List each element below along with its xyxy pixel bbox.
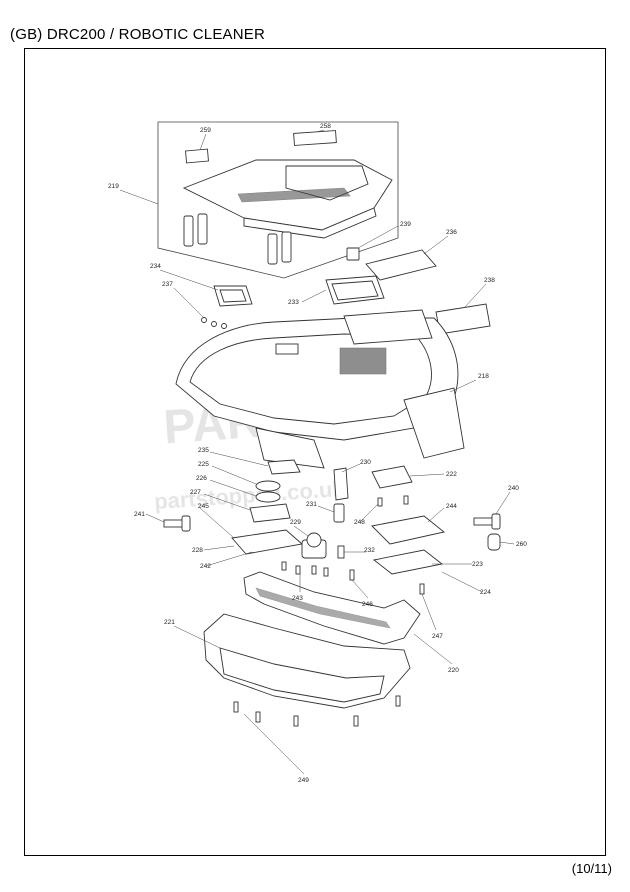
plate-222 [371, 465, 413, 489]
gasket-234-inner [219, 289, 247, 303]
label-219: 219 [108, 183, 119, 190]
label-259-text: 259 [200, 127, 211, 134]
motor-229 [301, 532, 327, 559]
screws-243 [281, 561, 329, 577]
label-220: 220 [448, 667, 459, 674]
spring-231 [333, 503, 345, 523]
exploded-parts-diagram: PARTSTOP partstopped.co.uk [108, 121, 527, 784]
top-cover-219 [182, 159, 393, 265]
lid-inset-box [157, 121, 399, 279]
pins-248 [377, 495, 409, 507]
label-259 [185, 148, 209, 164]
label-236: 236 [446, 229, 457, 236]
screw-246 [349, 569, 355, 581]
label-244: 244 [446, 503, 457, 510]
label-218: 218 [478, 373, 489, 380]
leader-lines [119, 129, 515, 775]
label-248: 248 [354, 519, 365, 526]
label-258 [293, 130, 337, 146]
diagram-frame [24, 48, 606, 856]
label-229: 229 [290, 519, 301, 526]
part-227 [249, 503, 291, 523]
label-234: 234 [150, 263, 161, 270]
label-223: 223 [472, 561, 483, 568]
label-232: 232 [364, 547, 375, 554]
label-235: 235 [198, 447, 209, 454]
label-230: 230 [360, 459, 371, 466]
label-222: 222 [446, 471, 457, 478]
part-236 [365, 249, 437, 281]
main-housing-218 [175, 309, 465, 469]
bracket-230 [333, 467, 349, 501]
screw-247 [419, 583, 425, 595]
label-238: 238 [484, 277, 495, 284]
label-243: 243 [292, 595, 303, 602]
part-225 [255, 480, 281, 492]
label-225: 225 [198, 461, 209, 468]
label-221: 221 [164, 619, 175, 626]
pin-232 [337, 545, 345, 559]
label-239: 239 [400, 221, 411, 228]
screws-249 [233, 695, 401, 727]
plate-223 [372, 549, 444, 575]
gasket-233-inner [331, 280, 379, 301]
roller-260 [487, 533, 501, 551]
label-231: 231 [306, 501, 317, 508]
label-233: 233 [288, 299, 299, 306]
label-249: 249 [298, 777, 309, 784]
label-258-text: 258 [320, 123, 331, 130]
label-241: 241 [134, 511, 145, 518]
label-226: 226 [196, 475, 207, 482]
part-226 [255, 491, 281, 503]
board-244 [371, 515, 446, 545]
axle-240 [473, 513, 501, 530]
axle-241 [163, 515, 191, 532]
page-number: (10/11) [571, 861, 612, 876]
gasket-235 [267, 459, 301, 475]
screws-237 [201, 317, 227, 329]
label-245: 245 [198, 503, 209, 510]
part-labels: 219 259 258 239 236 234 233 238 237 218 … [108, 123, 527, 784]
label-247: 247 [432, 633, 443, 640]
label-240: 240 [508, 485, 519, 492]
label-227: 227 [190, 489, 201, 496]
base-221 [203, 613, 411, 709]
bumper-220 [243, 571, 421, 645]
label-228: 228 [192, 547, 203, 554]
label-224: 224 [480, 589, 491, 596]
label-237: 237 [162, 281, 173, 288]
part-239 [346, 247, 360, 261]
page-title: (GB) DRC200 / ROBOTIC CLEANER [10, 26, 266, 43]
label-260: 260 [516, 541, 527, 548]
plate-228 [231, 529, 304, 555]
label-242: 242 [200, 563, 211, 570]
label-246: 246 [362, 601, 373, 608]
